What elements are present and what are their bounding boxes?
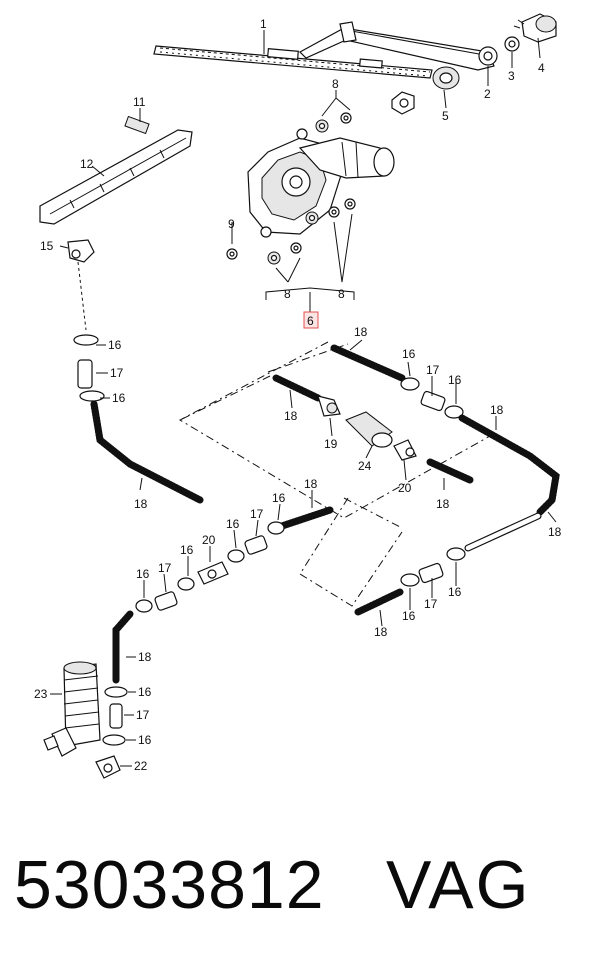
callout-18-i: 18: [138, 650, 152, 664]
clip-16-r3: [446, 547, 466, 561]
callout-18-e: 18: [436, 497, 450, 511]
callout-20-b: 20: [202, 533, 216, 547]
callout-16-j: 16: [402, 609, 416, 623]
callout-16-e: 16: [272, 491, 286, 505]
callout-6: 6: [307, 314, 314, 328]
connector-17-r2: [418, 562, 444, 584]
callout-16-f: 16: [226, 517, 240, 531]
callout-18-a: 18: [134, 497, 148, 511]
callout-24: 24: [358, 459, 372, 473]
footer: 53033812 VAG: [14, 846, 594, 926]
callout-18-c: 18: [490, 403, 504, 417]
callout-16-g: 16: [180, 543, 194, 557]
clip-16-r1: [400, 377, 420, 391]
callout-18-h: 18: [374, 625, 388, 639]
callout-8-top: 8: [332, 77, 339, 91]
connector-19: [317, 395, 341, 417]
callout-16-c: 16: [402, 347, 416, 361]
clip-16-r4: [400, 573, 420, 587]
connector-17-l: [109, 703, 123, 729]
wiper-arm: [299, 21, 498, 71]
connector-20-upper: [393, 439, 417, 461]
connector-17-left: [77, 359, 93, 389]
callout-8-right: 8: [338, 287, 345, 301]
callout-16-h: 16: [136, 567, 150, 581]
brake-light: [39, 115, 193, 225]
callout-16-k: 16: [138, 685, 152, 699]
washer-nozzle: [67, 239, 95, 263]
clip-16-l2: [102, 734, 126, 746]
callout-16-d: 16: [448, 373, 462, 387]
callout-22: 22: [134, 759, 148, 773]
callout-5: 5: [442, 109, 449, 123]
callout-18-f: 18: [548, 525, 562, 539]
clip-16-mid: [79, 390, 105, 402]
callout-9: 9: [228, 217, 235, 231]
clip-16-m4: [135, 599, 153, 613]
callout-18-b: 18: [354, 325, 368, 339]
cap-part: [513, 13, 557, 43]
callout-3: 3: [508, 69, 515, 83]
connector-17-r1: [420, 390, 446, 412]
wiper-blade: [153, 45, 433, 79]
callout-16-i: 16: [448, 585, 462, 599]
callout-11: 11: [133, 95, 146, 109]
callout-23: 23: [34, 687, 48, 701]
clip-16-m1: [267, 521, 285, 535]
pump-connector-22: [95, 755, 121, 779]
callout-17-e: 17: [424, 597, 438, 611]
callout-17-b: 17: [426, 363, 440, 377]
clip-16-m3: [177, 577, 195, 591]
callout-19: 19: [324, 437, 338, 451]
callout-20-a: 20: [398, 481, 412, 495]
callout-18-g: 18: [304, 477, 318, 491]
clip-16-l1: [104, 686, 128, 698]
callout-17-c: 17: [250, 507, 264, 521]
connector-24: [345, 411, 393, 448]
washer-pump: [43, 661, 101, 757]
connector-17-m1: [244, 535, 268, 555]
callout-16-a: 16: [108, 338, 122, 352]
clip-16-r2: [444, 405, 464, 419]
callout-6-highlight: [303, 311, 319, 329]
connector-17-m2: [154, 591, 178, 611]
clip-16-top: [73, 334, 99, 346]
callout-1: 1: [260, 17, 267, 31]
fasteners-8: [226, 112, 356, 265]
callout-4: 4: [538, 61, 545, 75]
parts-diagram: 1 2 3 4 5 6 8 8 8 9 11 12 15 16 17 16 18…: [34, 13, 562, 779]
wiper-motor: [247, 128, 395, 238]
callout-15: 15: [40, 239, 54, 253]
part-number: 53033812: [14, 847, 325, 923]
callout-17-d: 17: [158, 561, 172, 575]
callout-17-a: 17: [110, 366, 124, 380]
grommet-part: [391, 66, 460, 115]
nut-part: [504, 36, 520, 52]
callout-16-l: 16: [138, 733, 152, 747]
callout-2: 2: [484, 87, 491, 101]
callout-16-b: 16: [112, 391, 126, 405]
callout-8-left: 8: [284, 287, 291, 301]
brand-label: VAG: [386, 847, 531, 923]
callout-17-f: 17: [136, 708, 150, 722]
clip-16-m2: [227, 549, 245, 563]
callout-12: 12: [80, 157, 94, 171]
connector-20-lower: [197, 561, 229, 585]
callout-18-d: 18: [284, 409, 298, 423]
callout-labels: 1 2 3 4 5 6 8 8 8 9 11 12 15 16 17 16 18…: [34, 17, 562, 773]
